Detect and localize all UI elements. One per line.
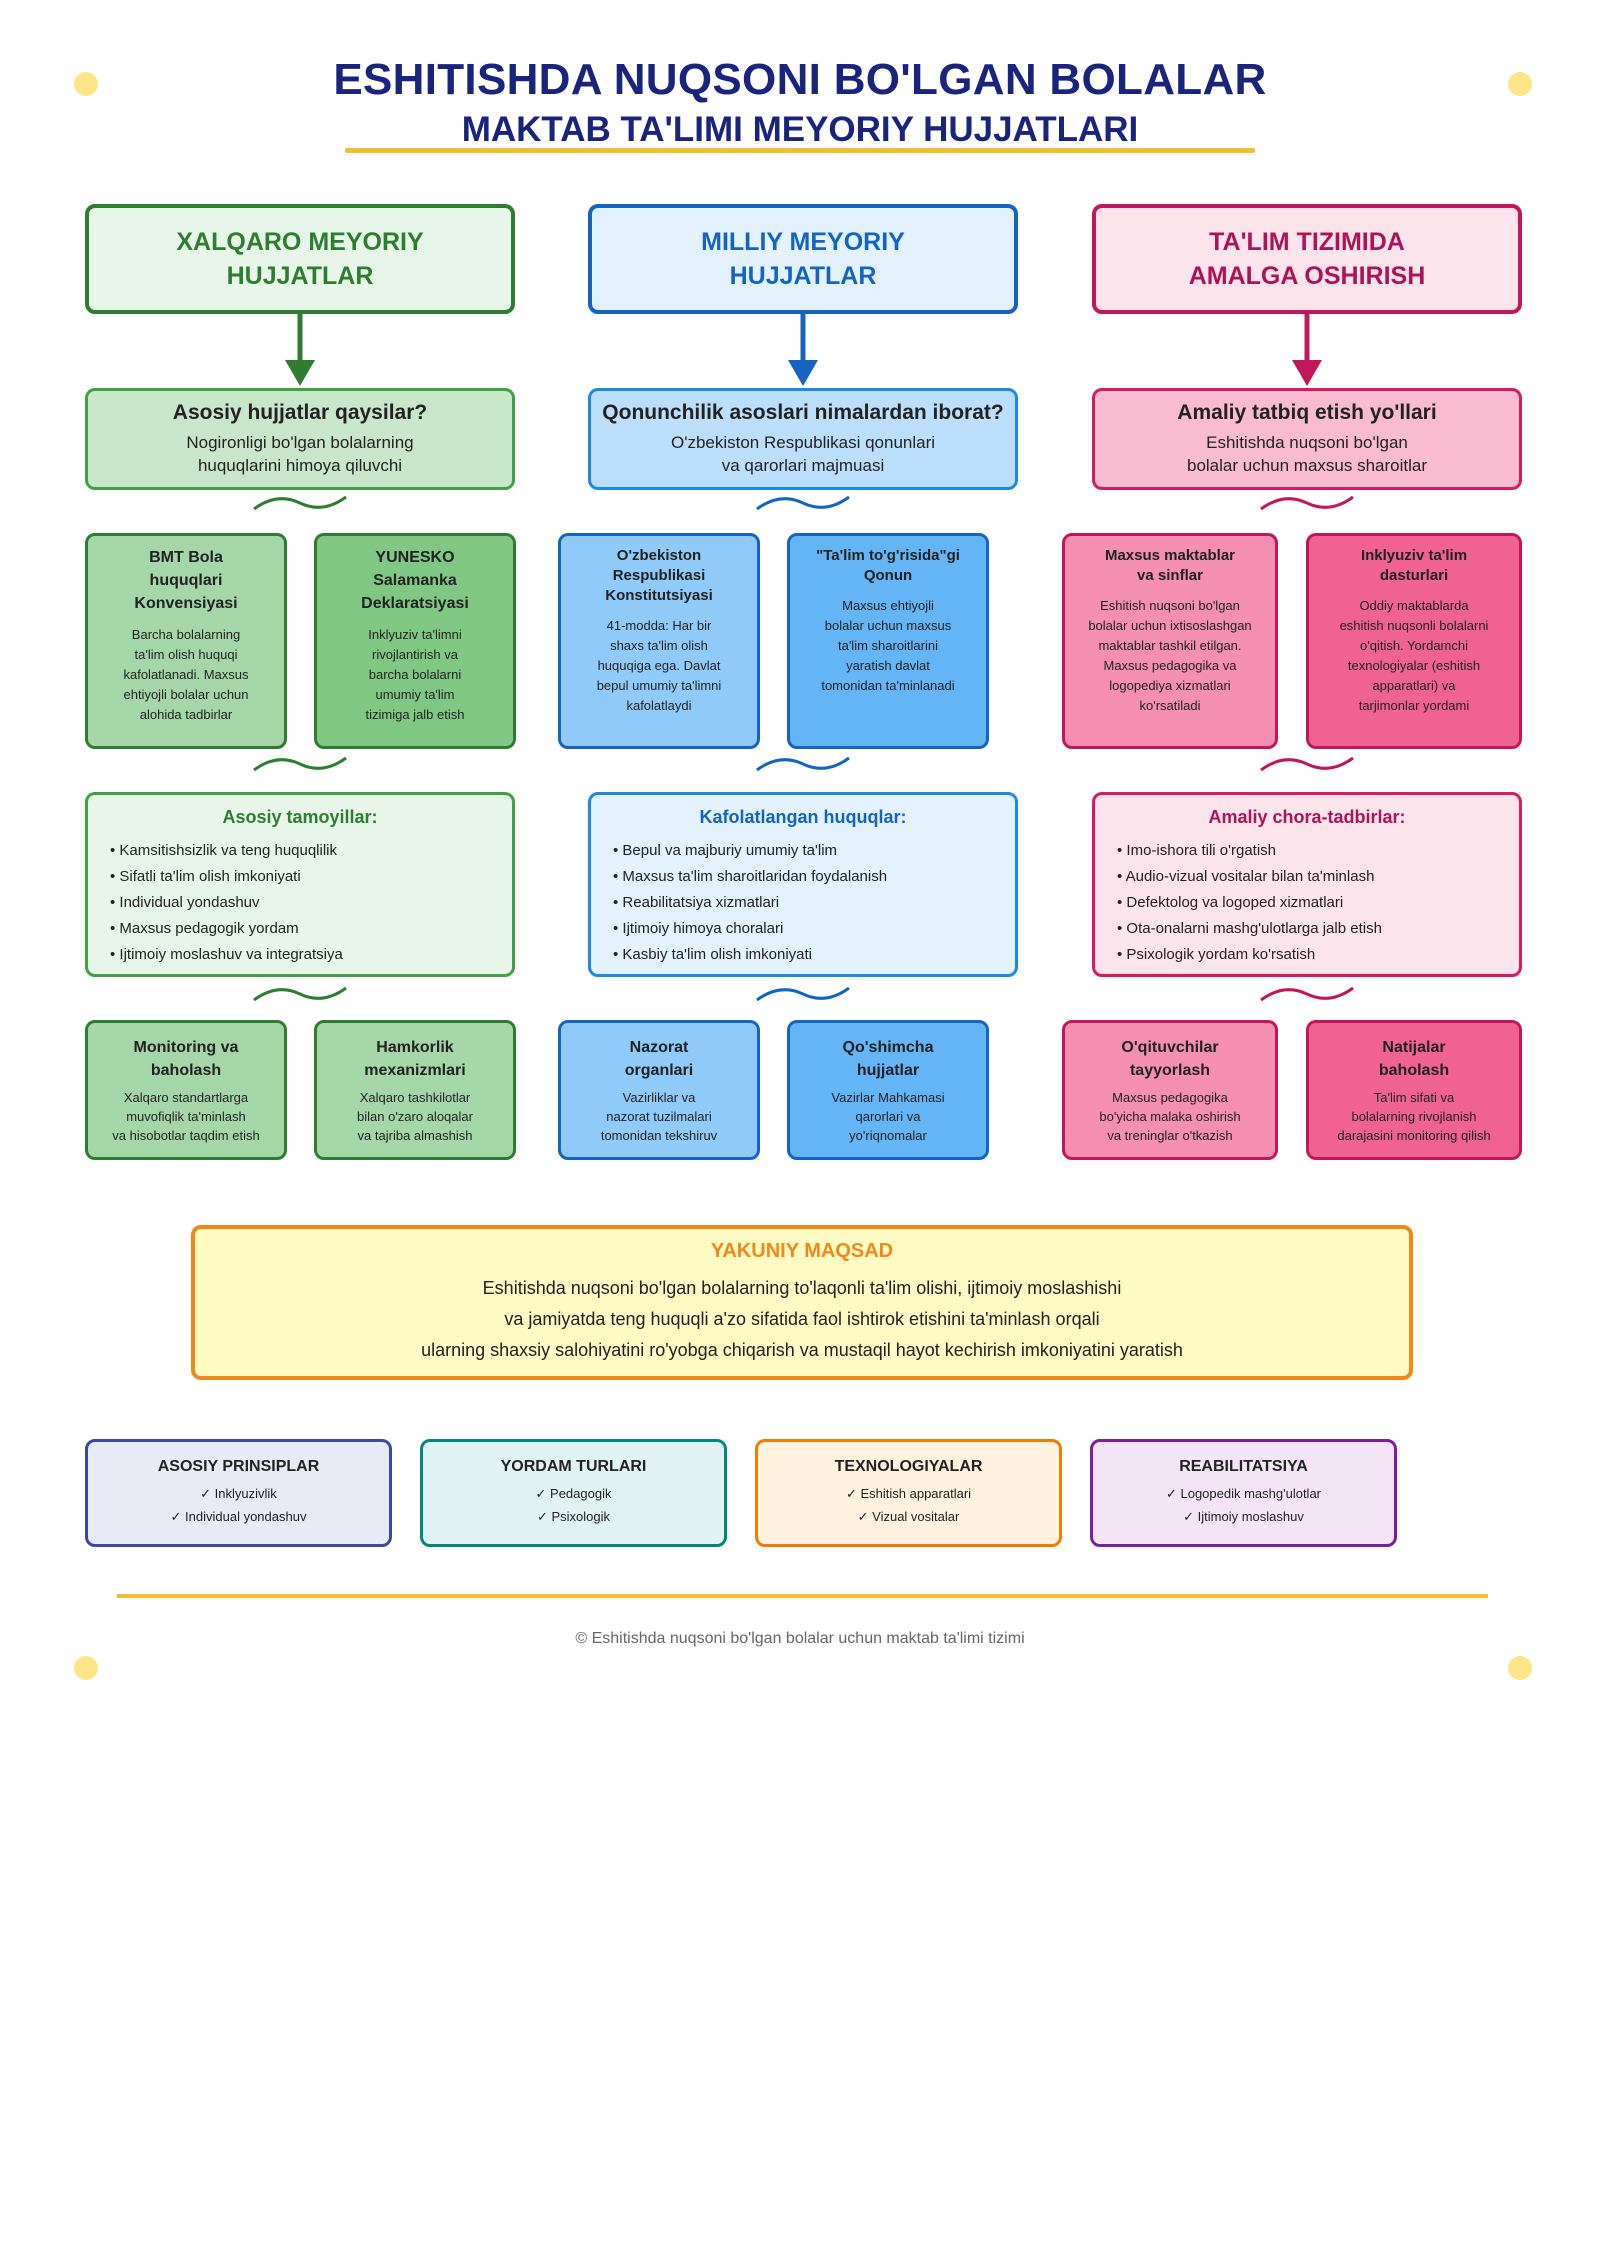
list-principles: Asosiy tamoyillar: • Kamsitishsizlik va … xyxy=(85,792,515,977)
support-types-box: YORDAM TURLARI ✓ Pedagogik ✓ Psixologik xyxy=(420,1439,727,1547)
wave-connector xyxy=(1260,986,1354,1002)
header-implementation: TA'LIM TIZIMIDA AMALGA OSHIRISH xyxy=(1092,204,1522,314)
rehabilitation-box: REABILITATSIYA ✓ Logopedik mashg'ulotlar… xyxy=(1090,1439,1397,1547)
arrow-connector-blue xyxy=(788,314,818,386)
list-item: • Audio-vizual vositalar bilan ta'minlas… xyxy=(1117,868,1375,885)
title-underline xyxy=(345,148,1255,153)
list-item: • Kasbiy ta'lim olish imkoniyati xyxy=(613,946,813,963)
list-item: • Defektolog va logoped xizmatlari xyxy=(1117,894,1344,911)
list-item: • Individual yondashuv xyxy=(110,894,260,911)
list-guaranteed-rights: Kafolatlangan huquqlar: • Bepul va majbu… xyxy=(588,792,1018,977)
question-box-international: Asosiy hujjatlar qaysilar? Nogironligi b… xyxy=(85,388,515,490)
wave-connector xyxy=(756,495,850,511)
card-special-schools: Maxsus maktablar va sinflar Eshitish nuq… xyxy=(1062,533,1278,749)
card-constitution: O'zbekiston Respublikasi Konstitutsiyasi… xyxy=(558,533,760,749)
list-item: • Maxsus ta'lim sharoitlaridan foydalani… xyxy=(613,868,888,885)
wave-connector xyxy=(253,495,347,511)
wave-connector xyxy=(1260,495,1354,511)
card-results-evaluation: Natijalar baholash Ta'lim sifati va bola… xyxy=(1306,1020,1522,1160)
list-practical-measures: Amaliy chora-tadbirlar: • Imo-ishora til… xyxy=(1092,792,1522,977)
principles-box: ASOSIY PRINSIPLAR ✓ Inklyuzivlik ✓ Indiv… xyxy=(85,1439,392,1547)
decor-dot xyxy=(1508,72,1532,96)
wave-connector xyxy=(253,986,347,1002)
card-unesco-salamanca: YUNESKO Salamanka Deklaratsiyasi Inklyuz… xyxy=(314,533,516,749)
list-item: • Reabilitatsiya xizmatlari xyxy=(613,894,780,911)
footer-copyright: © Eshitishda nuqsoni bo'lgan bolalar uch… xyxy=(575,1630,1025,1647)
wave-connector xyxy=(756,986,850,1002)
list-item: • Psixologik yordam ko'rsatish xyxy=(1117,946,1316,963)
card-education-law: "Ta'lim to'g'risida"gi Qonun Maxsus ehti… xyxy=(787,533,989,749)
arrow-connector-pink xyxy=(1292,314,1322,386)
card-additional-docs: Qo'shimcha hujjatlar Vazirlar Mahkamasi … xyxy=(787,1020,989,1160)
list-item: • Maxsus pedagogik yordam xyxy=(110,920,299,937)
decor-dot xyxy=(1508,1656,1532,1680)
wave-connector xyxy=(756,756,850,772)
question-box-national: Qonunchilik asoslari nimalardan iborat? … xyxy=(588,388,1018,490)
list-item: • Ijtimoiy himoya choralari xyxy=(613,920,784,937)
card-inclusive-programs: Inklyuziv ta'lim dasturlari Oddiy maktab… xyxy=(1306,533,1522,749)
card-cooperation: Hamkorlik mexanizmlari Xalqaro tashkilot… xyxy=(314,1020,516,1160)
list-item: • Kamsitishsizlik va teng huquqlilik xyxy=(110,842,338,859)
page-title: ESHITISHDA NUQSONI BO'LGAN BOLALAR xyxy=(333,55,1267,104)
list-item: • Bepul va majburiy umumiy ta'lim xyxy=(613,842,838,859)
wave-connector xyxy=(253,756,347,772)
header-national: MILLIY MEYORIY HUJJATLAR xyxy=(588,204,1018,314)
list-item: • Ijtimoiy moslashuv va integratsiya xyxy=(110,946,343,963)
decor-dot xyxy=(74,72,98,96)
card-supervision: Nazorat organlari Vazirliklar va nazorat… xyxy=(558,1020,760,1160)
header-international: XALQARO MEYORIY HUJJATLAR xyxy=(85,204,515,314)
page-subtitle: MAKTAB TA'LIMI MEYORIY HUJJATLARI xyxy=(461,110,1139,149)
question-box-implementation: Amaliy tatbiq etish yo'llari Eshitishda … xyxy=(1092,388,1522,490)
card-monitoring: Monitoring va baholash Xalqaro standartl… xyxy=(85,1020,287,1160)
decor-dot xyxy=(74,1656,98,1680)
card-teacher-training: O'qituvchilar tayyorlash Maxsus pedagogi… xyxy=(1062,1020,1278,1160)
final-goal-box: YAKUNIY MAQSAD Eshitishda nuqsoni bo'lga… xyxy=(191,1225,1413,1380)
final-goal-title: YAKUNIY MAQSAD xyxy=(710,1239,894,1262)
footer-divider xyxy=(117,1594,1488,1598)
card-bmt-convention: BMT Bola huquqlari Konvensiyasi Barcha b… xyxy=(85,533,287,749)
arrow-connector-green xyxy=(285,314,315,386)
list-item: • Sifatli ta'lim olish imkoniyati xyxy=(110,868,301,885)
wave-connector xyxy=(1260,756,1354,772)
list-item: • Ota-onalarni mashg'ulotlarga jalb etis… xyxy=(1117,920,1382,937)
technologies-box: TEXNOLOGIYALAR ✓ Eshitish apparatlari ✓ … xyxy=(755,1439,1062,1547)
list-item: • Imo-ishora tili o'rgatish xyxy=(1117,842,1277,859)
